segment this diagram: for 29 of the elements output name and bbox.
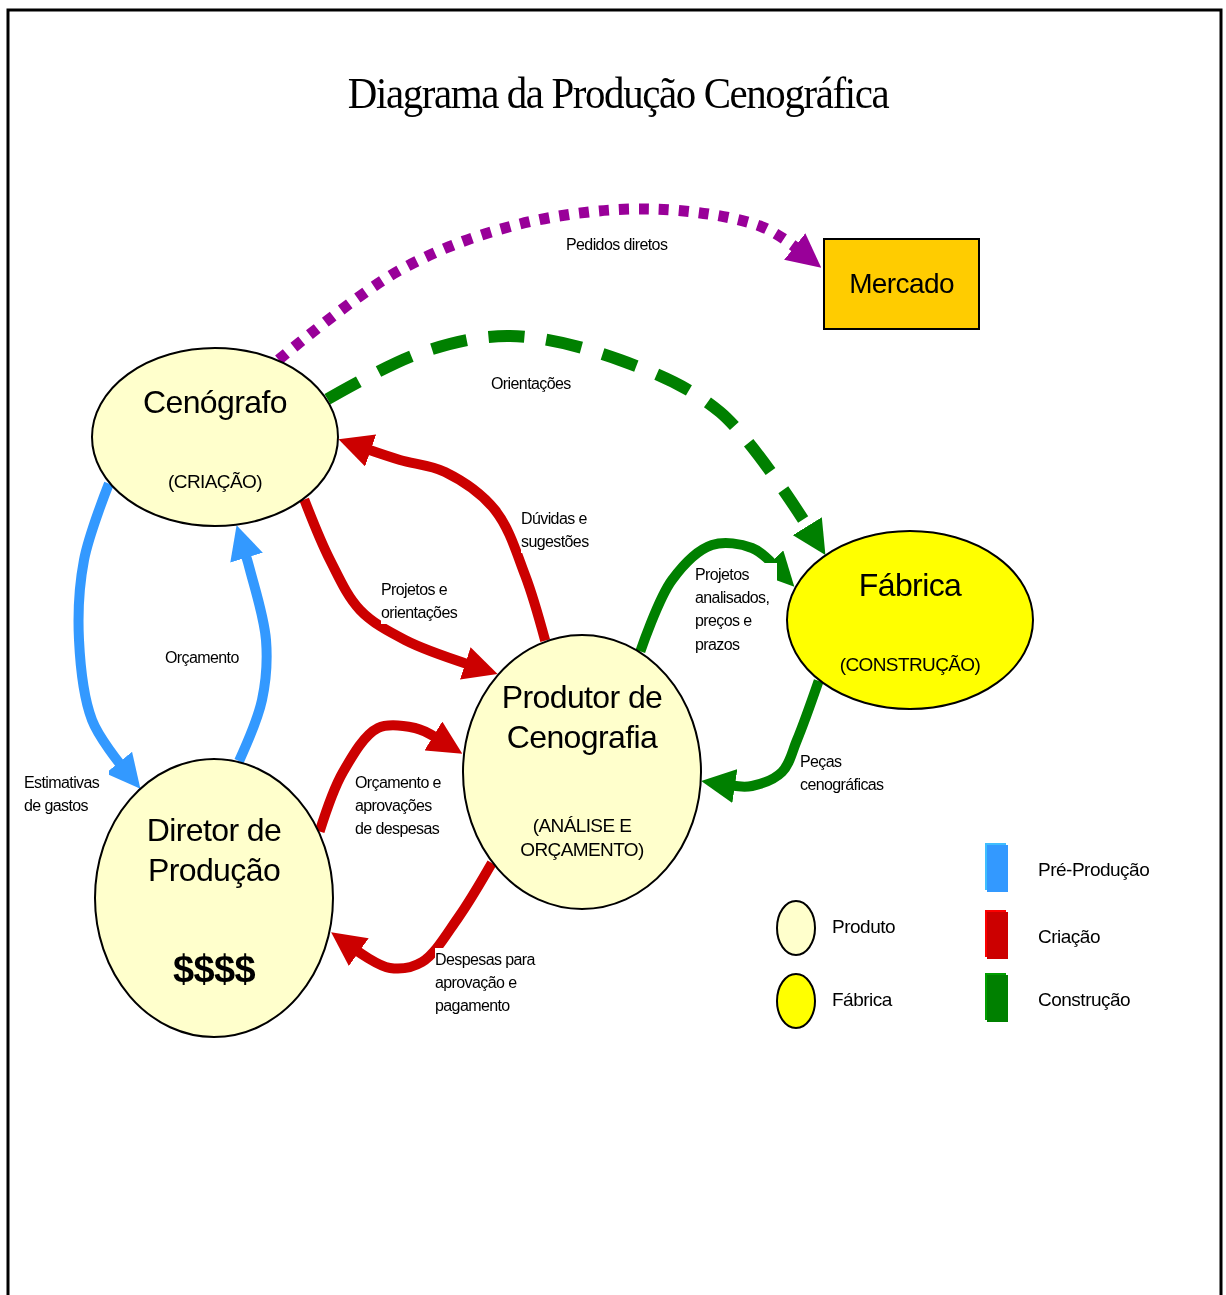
edge-label: Projetos analisados, preços e prazos bbox=[695, 563, 777, 656]
arrow bbox=[73, 481, 141, 789]
node-subtitle: (CRIAÇÃO) bbox=[167, 470, 263, 494]
arrow bbox=[701, 679, 824, 803]
arrow bbox=[635, 538, 795, 654]
node-title: Fábrica bbox=[857, 566, 963, 605]
legend-label: Pré-Produção bbox=[1038, 859, 1150, 881]
node-subtitle: (CONSTRUÇÃO) bbox=[838, 653, 982, 677]
arrow bbox=[275, 203, 822, 364]
arrow bbox=[299, 497, 498, 680]
arrow bbox=[230, 525, 272, 764]
node-subtitle: (ANÁLISE E ORÇAMENTO) bbox=[519, 814, 645, 862]
node-subtitle: $$$$ bbox=[171, 947, 257, 992]
node-title: Produtor de Cenografia bbox=[500, 678, 664, 757]
arrow bbox=[331, 860, 497, 974]
node-title: Mercado bbox=[848, 267, 955, 301]
arrow bbox=[324, 330, 826, 555]
legend-label: Fábrica bbox=[832, 989, 892, 1011]
ellipse-node bbox=[786, 530, 1034, 710]
diagram-title: Diagrama da Produção Cenográfica bbox=[346, 68, 890, 119]
legend-label: Construção bbox=[1038, 989, 1131, 1011]
node-title: Cenógrafo bbox=[141, 383, 288, 422]
arrow bbox=[314, 720, 463, 834]
arrow bbox=[338, 434, 550, 642]
ellipse-node bbox=[91, 347, 339, 527]
legend-label: Produto bbox=[832, 916, 896, 938]
box-node bbox=[823, 238, 980, 330]
legend-label: Criação bbox=[1038, 926, 1100, 948]
node-title: Diretor de Produção bbox=[145, 811, 283, 890]
